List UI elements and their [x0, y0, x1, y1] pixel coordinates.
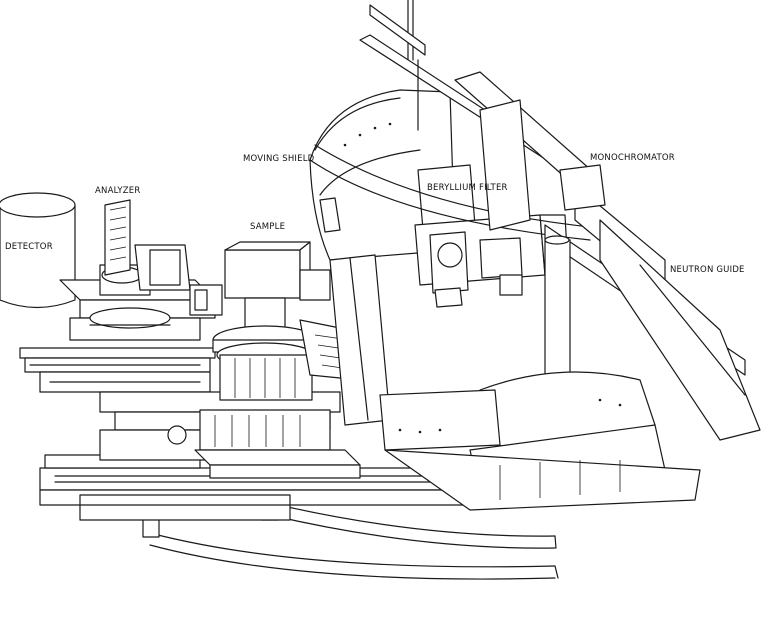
neutron-guide-label: NEUTRON GUIDE [670, 265, 745, 275]
sample-label: SAMPLE [250, 222, 285, 232]
beryllium-filter-label: BERYLLIUM FILTER [427, 183, 508, 193]
moving-shield [309, 89, 456, 426]
monochromator-label: MONOCHROMATOR [590, 153, 675, 163]
moving-shield-label: MOVING SHIELD [243, 154, 315, 164]
detector-assembly [0, 192, 223, 341]
sample-assembly [194, 241, 361, 479]
analyzer-label: ANALYZER [95, 186, 141, 196]
detector-label: DETECTOR [5, 242, 53, 252]
monochromator-stand [379, 235, 701, 511]
neutron-guide [454, 71, 761, 441]
beryllium-filter [414, 164, 569, 308]
